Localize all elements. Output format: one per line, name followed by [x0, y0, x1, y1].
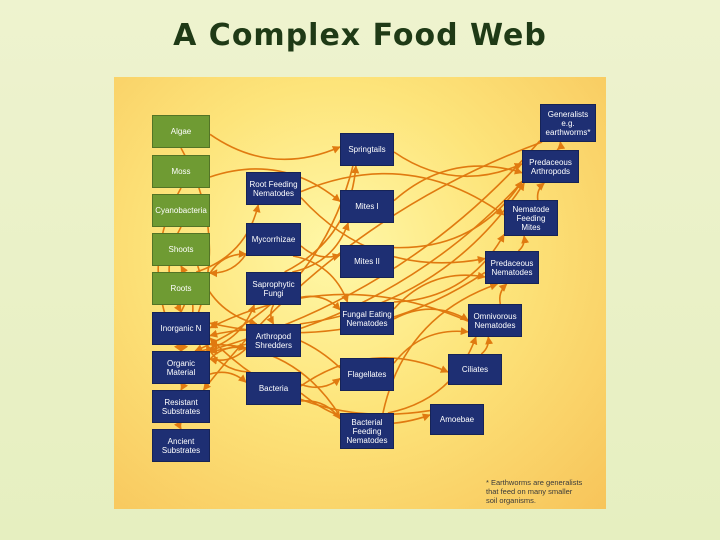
node-ciliates: Ciliates — [448, 354, 502, 385]
node-flagellates: Flagellates — [340, 358, 394, 391]
node-springtails: Springtails — [340, 133, 394, 166]
node-shoots: Shoots — [152, 233, 210, 266]
node-mycorrhizae: Mycorrhizae — [246, 223, 301, 256]
arrow-bacteria-to-inorganic-n — [205, 344, 249, 373]
arrow-saprophytic-fungi-to-arthropod-shredders — [266, 304, 275, 325]
arrow-bacterial-feeding-nematodes-to-omnivorous-nematodes — [387, 336, 478, 414]
node-mites-2: Mites II — [340, 245, 394, 278]
node-mites-1: Mites I — [340, 190, 394, 223]
arrow-predaceous-nematodes-to-nematode-feeding-mites — [517, 235, 530, 252]
arrow-ciliates-to-omnivorous-nematodes — [480, 336, 494, 355]
arrow-mites-1-to-predaceous-arthropods — [393, 165, 523, 202]
node-arthropod-shredders: Arthropod Shredders — [246, 324, 301, 357]
node-predaceous-nematodes: Predaceous Nematodes — [485, 251, 539, 284]
node-root-feeding-nematodes: Root Feeding Nematodes — [246, 172, 301, 205]
arrow-resistant-substrates-to-ancient-substrates — [173, 420, 182, 430]
node-bacteria: Bacteria — [246, 372, 301, 405]
node-resistant-substrates: Resistant Substrates — [152, 390, 210, 423]
node-inorganic-n: Inorganic N — [152, 312, 210, 345]
earthworm-footnote: * Earthworms are generalists that feed o… — [486, 478, 583, 505]
node-cyanobacteria: Cyanobacteria — [152, 194, 210, 227]
arrow-root-feeding-nematodes-to-nematode-feeding-mites — [300, 172, 505, 216]
node-roots: Roots — [152, 272, 210, 305]
arrow-predaceous-arthropods-to-generalists — [556, 141, 566, 151]
arrow-mycorrhizae-to-roots — [209, 253, 247, 278]
arrow-organic-material-to-resistant-substrates — [180, 381, 189, 391]
node-algae: Algae — [152, 115, 210, 148]
arrow-mites-2-to-predaceous-arthropods — [393, 180, 523, 249]
node-moss: Moss — [152, 155, 210, 188]
arrow-nematode-feeding-mites-to-predaceous-arthropods — [536, 182, 545, 201]
node-omnivorous-nematodes: Omnivorous Nematodes — [468, 304, 522, 337]
node-organic-material: Organic Material — [152, 351, 210, 384]
arrow-fungal-eating-nematodes-to-nematode-feeding-mites — [393, 233, 505, 303]
node-generalists: Generalists e.g. earthworms* — [540, 104, 596, 142]
arrow-mycorrhizae-to-fungal-eating-nematodes — [292, 255, 349, 303]
arrow-algae-to-springtails — [209, 133, 341, 161]
node-nematode-feeding-mites: Nematode Feeding Mites — [504, 200, 558, 236]
arrow-moss-to-mites-1 — [209, 168, 341, 203]
node-amoebae: Amoebae — [430, 404, 484, 435]
node-fungal-eating-nematodes: Fungal Eating Nematodes — [340, 302, 394, 335]
arrow-organic-material-to-bacteria — [209, 371, 247, 383]
arrow-springtails-to-predaceous-arthropods — [393, 151, 523, 178]
arrow-bacteria-to-flagellates — [300, 377, 341, 389]
arrow-omnivorous-nematodes-to-predaceous-nematodes — [498, 283, 508, 305]
node-ancient-substrates: Ancient Substrates — [152, 429, 210, 462]
arrow-saprophytic-fungi-to-mites-1 — [292, 222, 350, 273]
food-web-arrows — [157, 133, 566, 430]
arrow-roots-to-root-feeding-nematodes — [196, 204, 261, 273]
food-web-diagram: Algae Moss Cyanobacteria Shoots Roots In… — [114, 77, 606, 509]
node-bacterial-feeding-nematodes: Bacterial Feeding Nematodes — [340, 413, 394, 449]
arrow-flagellates-to-omnivorous-nematodes — [393, 327, 469, 364]
arrow-saprophytic-fungi-to-springtails — [284, 165, 360, 273]
arrow-fungal-eating-nematodes-to-omnivorous-nematodes — [393, 308, 469, 321]
node-saprophytic-fungi: Saprophytic Fungi — [246, 272, 301, 305]
slide-title: A Complex Food Web — [173, 18, 547, 53]
arrow-amoebae-to-inorganic-n — [209, 337, 431, 416]
arrow-arthropod-shredders-to-predaceous-arthropods — [299, 182, 525, 325]
node-predaceous-arthropods: Predaceous Arthropods — [522, 150, 579, 183]
arrow-omnivorous-nematodes-to-inorganic-n — [209, 293, 469, 329]
